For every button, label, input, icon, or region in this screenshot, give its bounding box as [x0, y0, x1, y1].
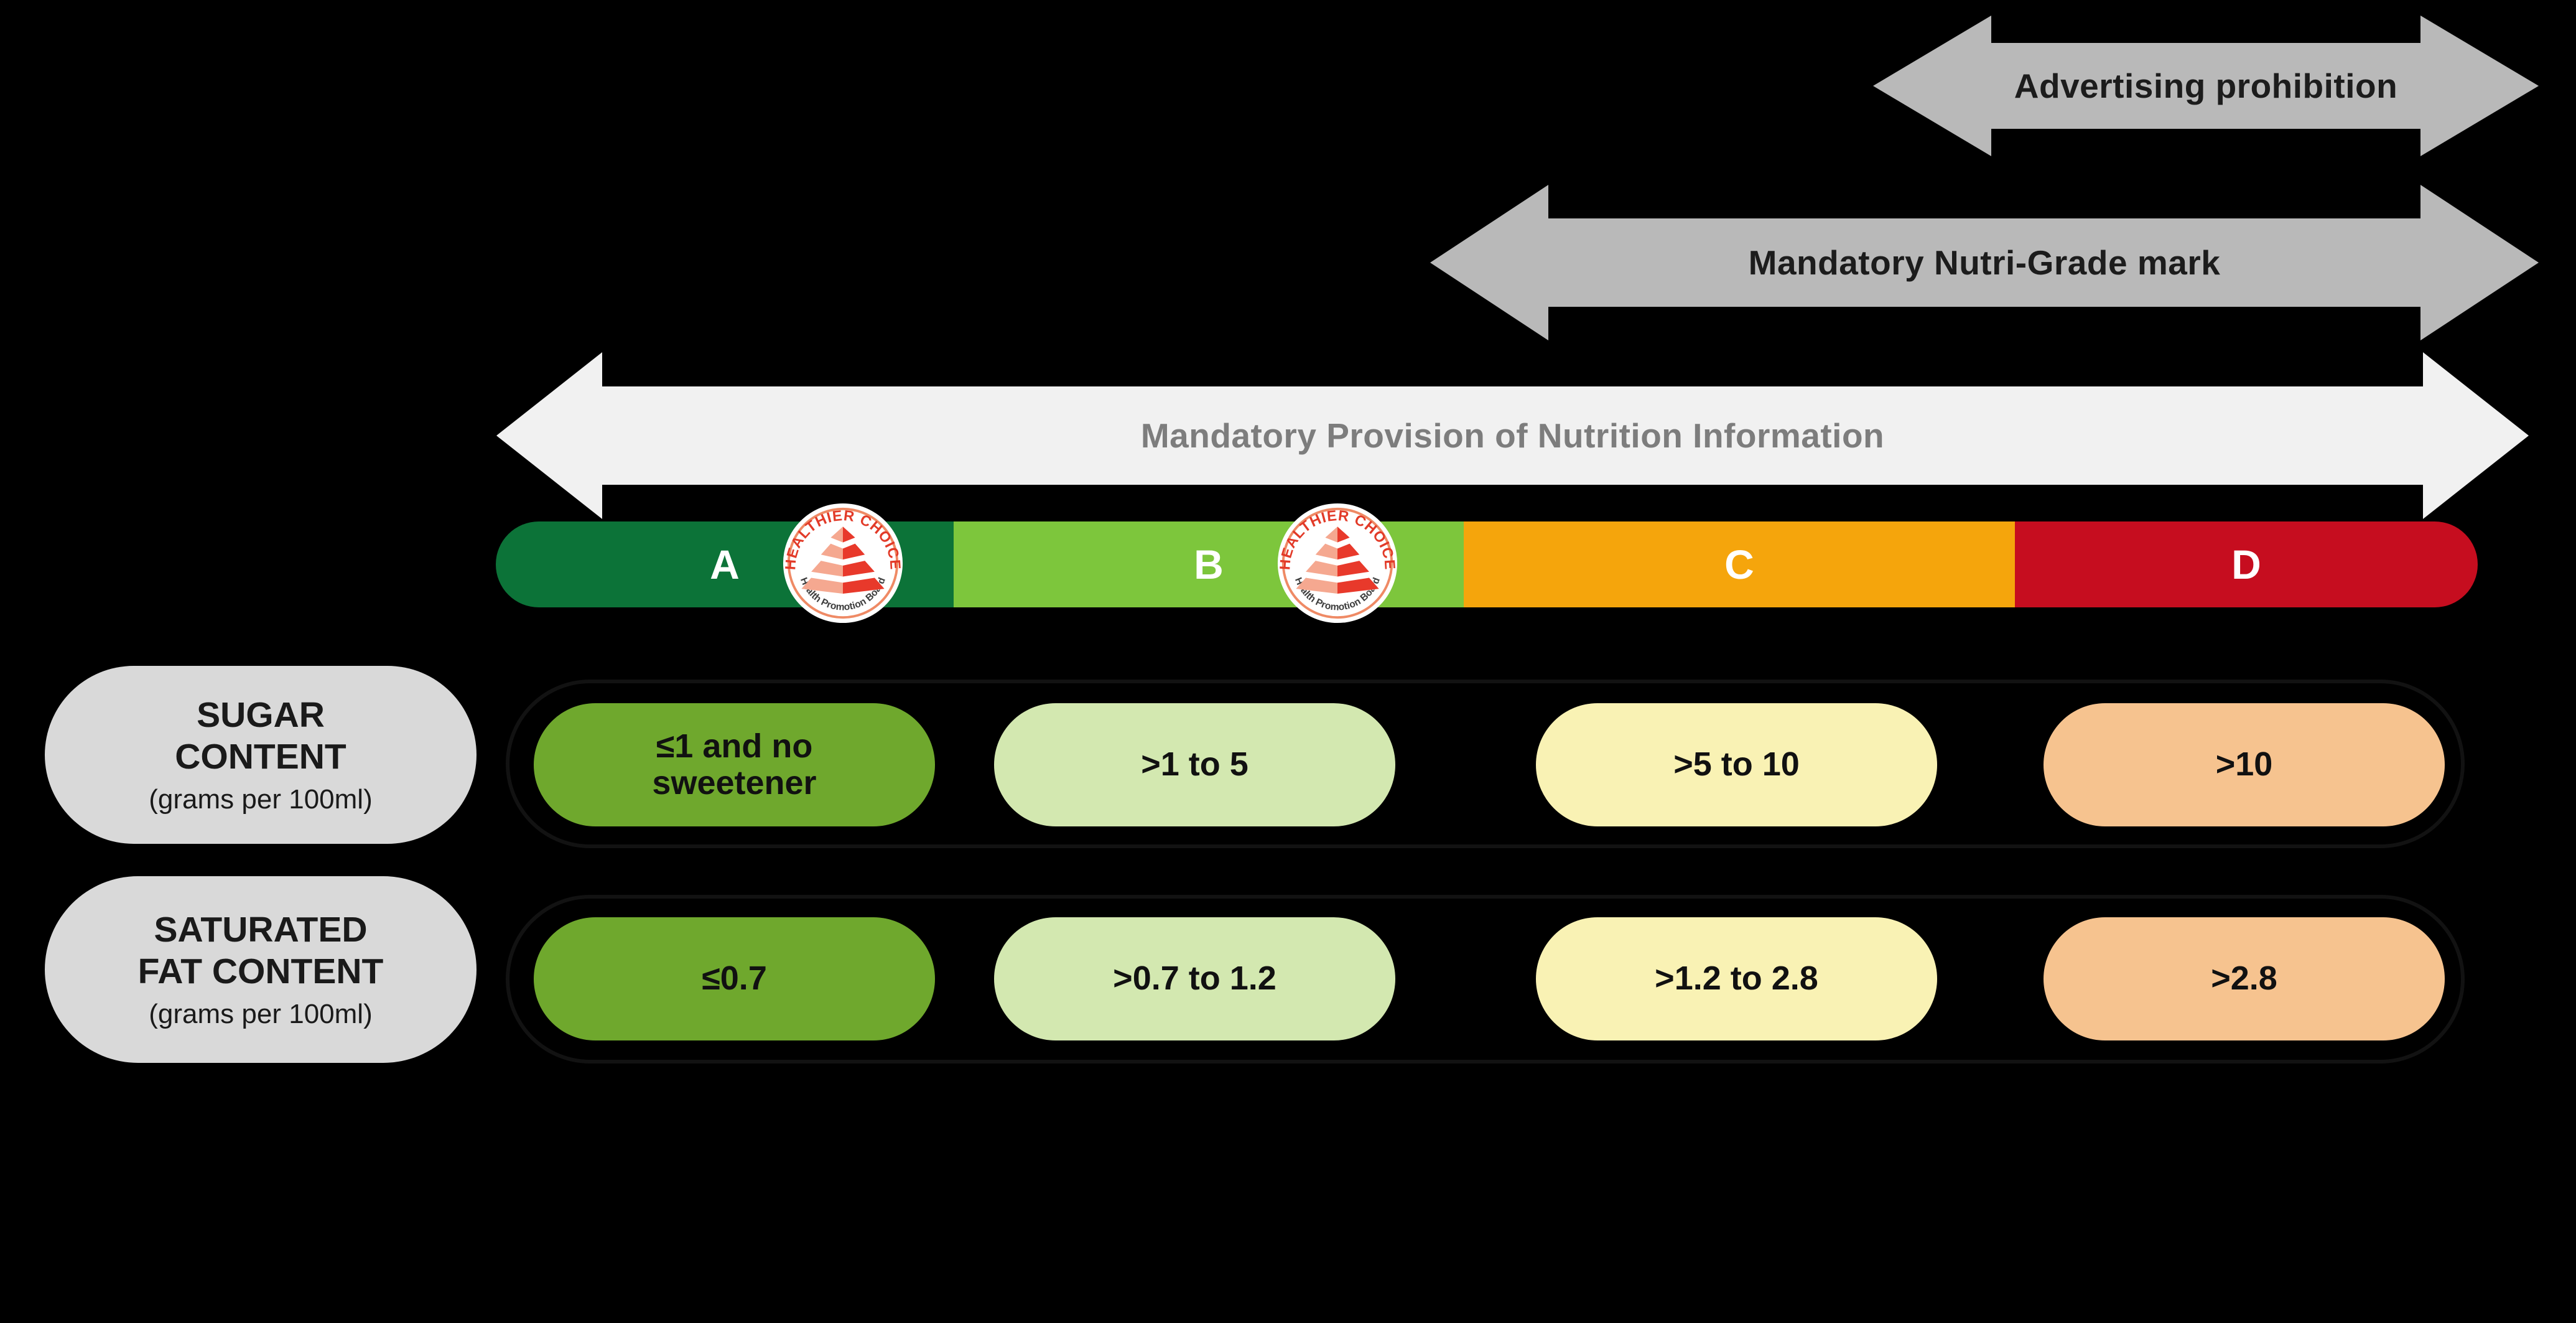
arrow-left-head-icon: [1430, 185, 1548, 340]
cell-text: >10: [2215, 746, 2273, 783]
sugar-header-unit: (grams per 100ml): [149, 784, 373, 815]
grade-d-segment: D: [2015, 521, 2478, 607]
arrow-shaft: [1988, 43, 2424, 129]
sugar-grade-d-cell: >10: [2044, 703, 2445, 826]
arrow-right-head-icon: [2420, 16, 2539, 156]
sugar-row-outline: [506, 680, 2465, 848]
advertising-prohibition-arrow: Advertising prohibition: [1873, 16, 2539, 156]
cell-text: sweetener: [652, 764, 817, 802]
nutrition-information-arrow: Mandatory Provision of Nutrition Informa…: [496, 352, 2529, 519]
sugar-content-header: SUGAR CONTENT (grams per 100ml): [45, 666, 477, 844]
healthier-choice-logo: HEALTHIER CHOICE Health Promotion Board: [782, 502, 904, 624]
sugar-grade-b-cell: >1 to 5: [994, 703, 1395, 826]
cell-text: >1 to 5: [1141, 746, 1248, 783]
fat-header-line2: FAT CONTENT: [137, 951, 384, 991]
grade-d-letter: D: [2231, 541, 2261, 587]
grade-c-segment: C: [1464, 521, 2015, 607]
fat-grade-c-cell: >1.2 to 2.8: [1536, 917, 1937, 1040]
arrow-left-head-icon: [1873, 16, 1991, 156]
cell-text: ≤1 and no: [656, 727, 813, 765]
fat-grade-b-cell: >0.7 to 1.2: [994, 917, 1395, 1040]
fat-header-line1: SATURATED: [154, 909, 368, 950]
cell-text: ≤0.7: [702, 960, 767, 998]
logo-pyramid-icon: [801, 526, 885, 594]
grade-b-letter: B: [1194, 541, 1224, 587]
saturated-fat-header: SATURATED FAT CONTENT (grams per 100ml): [45, 876, 477, 1063]
arrow-right-head-icon: [2423, 352, 2529, 519]
healthier-choice-symbol-icon: HEALTHIER CHOICE Health Promotion Board: [782, 503, 903, 624]
logo-pyramid-icon: [1296, 526, 1379, 594]
advertising-prohibition-label: Advertising prohibition: [2014, 67, 2398, 105]
nutrition-information-label: Mandatory Provision of Nutrition Informa…: [1140, 416, 1885, 455]
cell-text: >1.2 to 2.8: [1655, 960, 1818, 998]
fat-grade-a-cell: ≤0.7: [534, 917, 935, 1040]
healthier-choice-logo: HEALTHIER CHOICE Health Promotion Board: [1276, 502, 1398, 624]
grade-c-letter: C: [1724, 541, 1754, 587]
fat-header-unit: (grams per 100ml): [149, 999, 373, 1030]
sugar-grade-a-cell: ≤1 and no sweetener: [534, 703, 935, 826]
sugar-grade-c-cell: >5 to 10: [1536, 703, 1937, 826]
arrow-right-head-icon: [2420, 185, 2539, 340]
fat-row-outline: [506, 895, 2465, 1064]
fat-grade-d-cell: >2.8: [2044, 917, 2445, 1040]
mandatory-nutrigrade-mark-label: Mandatory Nutri-Grade mark: [1748, 243, 2221, 282]
sugar-header-line2: CONTENT: [175, 737, 346, 777]
arrow-shaft: [598, 386, 2427, 485]
cell-text: >5 to 10: [1673, 746, 1800, 783]
cell-text: >2.8: [2211, 960, 2277, 998]
cell-text: >0.7 to 1.2: [1113, 960, 1276, 998]
mandatory-nutrigrade-mark-arrow: Mandatory Nutri-Grade mark: [1430, 185, 2539, 340]
grade-a-letter: A: [710, 541, 740, 587]
healthier-choice-symbol-icon: HEALTHIER CHOICE Health Promotion Board: [1276, 503, 1398, 624]
arrow-shaft: [1545, 218, 2424, 307]
sugar-header-line1: SUGAR: [197, 694, 325, 735]
arrow-left-head-icon: [496, 352, 602, 519]
